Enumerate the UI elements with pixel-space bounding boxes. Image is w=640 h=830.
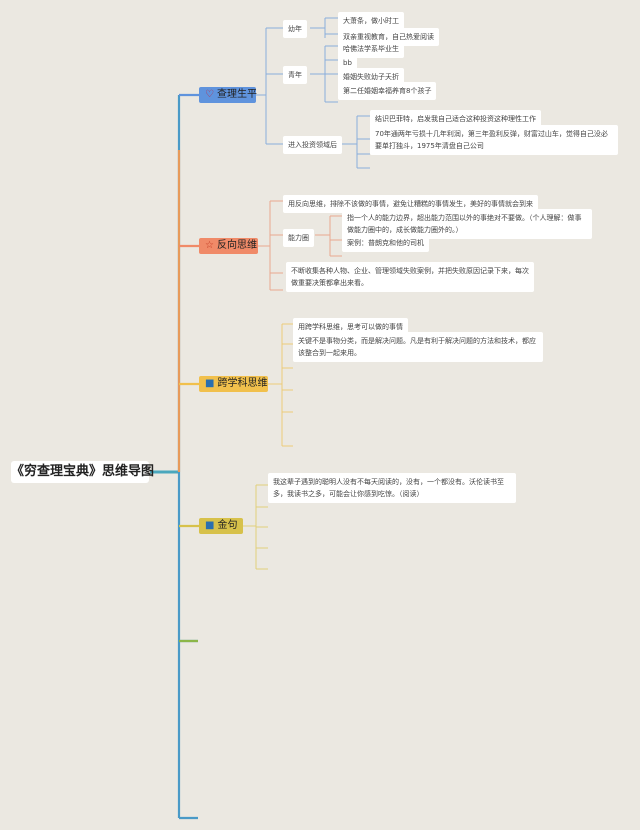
branch-inverse-thinking[interactable]: ☆ 反向思维 bbox=[199, 238, 258, 254]
list-item[interactable]: 70年通两年亏损十几年利润，第三年盈利反弹，财富过山车，觉得自己没必要单打独斗，… bbox=[370, 125, 618, 155]
list-item[interactable]: 婚姻失败幼子夭折 bbox=[338, 68, 404, 86]
list-item[interactable]: 用反向思维，排除不该做的事情，避免让糟糕的事情发生，美好的事情就会到来 bbox=[283, 195, 538, 213]
list-item[interactable]: 用跨学科思维，思考可以做的事情 bbox=[293, 318, 408, 336]
list-item[interactable]: 不断收集各种人物、企业、管理领域失败案例，并把失败原因记录下来，每次做重要决策都… bbox=[286, 262, 534, 292]
sub-investing[interactable]: 进入投资领域后 bbox=[283, 136, 342, 154]
list-item[interactable]: 案例：普朗克和他的司机 bbox=[342, 234, 429, 252]
branch-label: 反向思维 bbox=[216, 240, 257, 251]
list-item[interactable]: 大萧条，做小时工 bbox=[338, 12, 404, 30]
heart-icon: ♡ bbox=[205, 89, 214, 100]
square-icon: ■ bbox=[205, 378, 215, 389]
list-item[interactable]: 结识巴菲特，启发我自己适合这种投资这种理性工作 bbox=[370, 110, 541, 128]
branch-quotes[interactable]: ■ 金句 bbox=[199, 518, 243, 534]
list-item[interactable]: 我这辈子遇到的聪明人没有不每天阅读的，没有，一个都没有。沃伦读书至多，我读书之多… bbox=[268, 473, 516, 503]
sub-youth[interactable]: 青年 bbox=[283, 66, 307, 84]
branch-label: 查理生平 bbox=[216, 89, 257, 100]
list-item[interactable]: 关键不是事物分类，而是解决问题。凡是有利于解决问题的方法和技术，都应该整合到一起… bbox=[293, 332, 543, 362]
square-icon: ■ bbox=[205, 520, 215, 531]
branch-interdisciplinary[interactable]: ■ 跨学科思维 bbox=[199, 376, 268, 392]
branch-label: 跨学科思维 bbox=[217, 378, 268, 389]
star-icon: ☆ bbox=[205, 240, 214, 251]
branch-life[interactable]: ♡ 查理生平 bbox=[199, 87, 257, 103]
branch-label: 金句 bbox=[217, 520, 238, 531]
list-item[interactable]: 第二任婚姻幸福养育8个孩子 bbox=[338, 82, 437, 100]
sub-circle-of-competence[interactable]: 能力圈 bbox=[283, 229, 314, 247]
root-title: 《穷查理宝典》思维导图 bbox=[11, 461, 154, 483]
list-item[interactable]: bb bbox=[338, 54, 357, 72]
list-item[interactable]: 哈佛法学系毕业生 bbox=[338, 40, 404, 58]
sub-childhood[interactable]: 幼年 bbox=[283, 20, 307, 38]
